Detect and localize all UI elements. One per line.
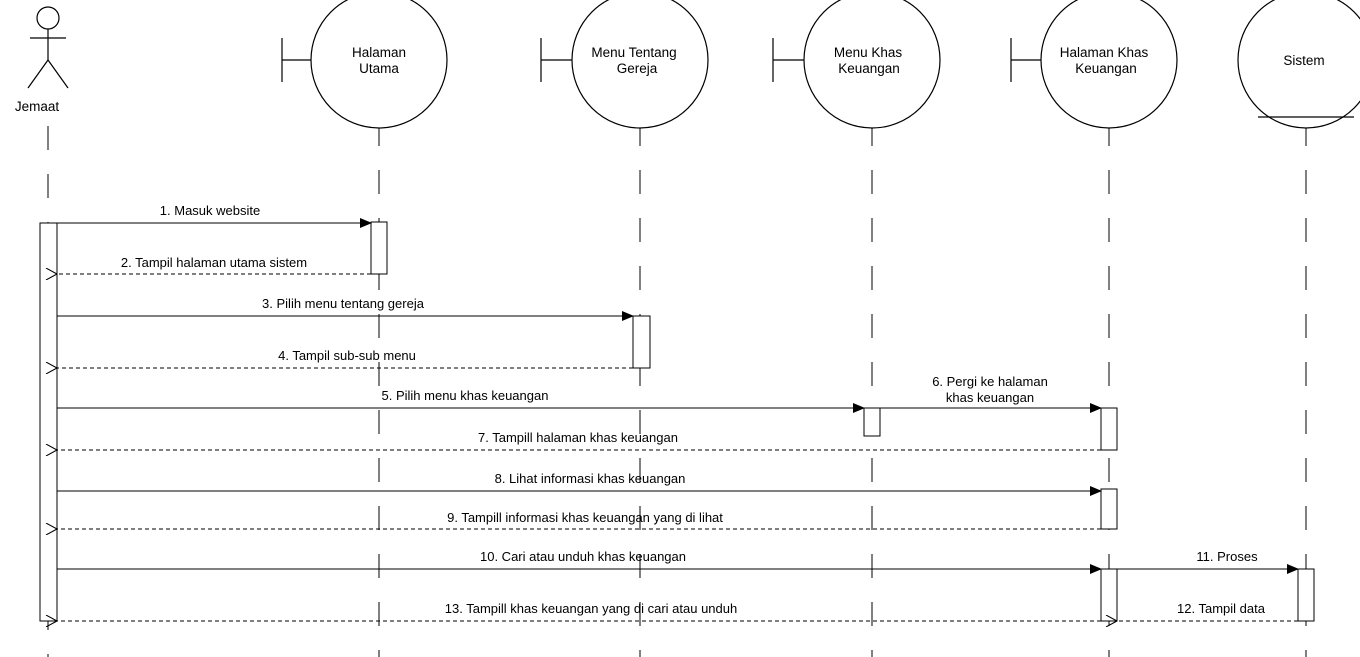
message-label-1: 1. Masuk website <box>160 203 260 218</box>
message-label-12: 12. Tampil data <box>1177 601 1266 616</box>
actor-left-leg <box>27 59 49 89</box>
message-label-13: 13. Tampill khas keuangan yang di cari a… <box>445 601 737 616</box>
activation-sistem <box>1297 568 1315 622</box>
boundary-circle <box>803 0 941 129</box>
boundary-menu-khas-keuangan-label-1: Menu Khas <box>834 45 903 60</box>
message-label-3: 3. Pilih menu tentang gereja <box>262 296 425 311</box>
message-label-9: 9. Tampill informasi khas keuangan yang … <box>447 510 723 525</box>
message-label-5: 5. Pilih menu khas keuangan <box>382 388 549 403</box>
boundary-circle <box>571 0 709 129</box>
boundary-circle <box>1040 0 1178 129</box>
entity-circle <box>1237 0 1360 129</box>
actor-head <box>36 6 60 30</box>
activation-halaman-utama <box>370 221 388 275</box>
boundary-menu-khas-keuangan-label-2: Keuangan <box>838 61 900 76</box>
entity-sistem <box>1237 0 1360 129</box>
message-label-8: 8. Lihat informasi khas keuangan <box>495 471 686 486</box>
activation-halaman-khas-keuangan-1 <box>1100 407 1118 451</box>
actor-right-leg <box>47 59 69 89</box>
boundary-halaman-utama <box>281 0 448 129</box>
boundary-halaman-khas-keuangan-label-1: Halaman Khas <box>1060 45 1149 60</box>
message-label-2: 2. Tampil halaman utama sistem <box>121 255 307 270</box>
boundary-circle <box>310 0 448 129</box>
message-label-6-line-1: 6. Pergi ke halaman <box>932 374 1048 389</box>
boundary-halaman-utama-label-1: Halaman <box>352 45 406 60</box>
boundary-halaman-khas-keuangan-label-2: Keuangan <box>1075 61 1137 76</box>
activation-halaman-khas-keuangan-3 <box>1100 568 1118 622</box>
boundary-menu-khas-keuangan <box>772 0 941 129</box>
boundary-menu-tentang-gereja <box>540 0 709 129</box>
boundary-halaman-khas-keuangan <box>1010 0 1178 129</box>
message-label-10: 10. Cari atau unduh khas keuangan <box>480 549 686 564</box>
activation-menu-tentang-gereja <box>632 315 651 369</box>
entity-sistem-label: Sistem <box>1283 53 1324 68</box>
actor-jemaat-label: Jemaat <box>15 99 60 114</box>
actor-jemaat <box>27 6 69 89</box>
boundary-halaman-utama-label-2: Utama <box>359 61 399 76</box>
message-label-7: 7. Tampill halaman khas keuangan <box>478 430 678 445</box>
activation-halaman-khas-keuangan-2 <box>1100 488 1118 530</box>
message-label-4: 4. Tampil sub-sub menu <box>278 348 416 363</box>
activation-menu-khas-keuangan <box>863 407 881 437</box>
message-label-11: 11. Proses <box>1196 549 1258 564</box>
boundary-menu-tentang-gereja-label-1: Menu Tentang <box>591 45 676 60</box>
message-label-6-line-2: khas keuangan <box>946 390 1034 405</box>
boundary-menu-tentang-gereja-label-2: Gereja <box>617 61 658 76</box>
activation-jemaat <box>39 222 58 622</box>
